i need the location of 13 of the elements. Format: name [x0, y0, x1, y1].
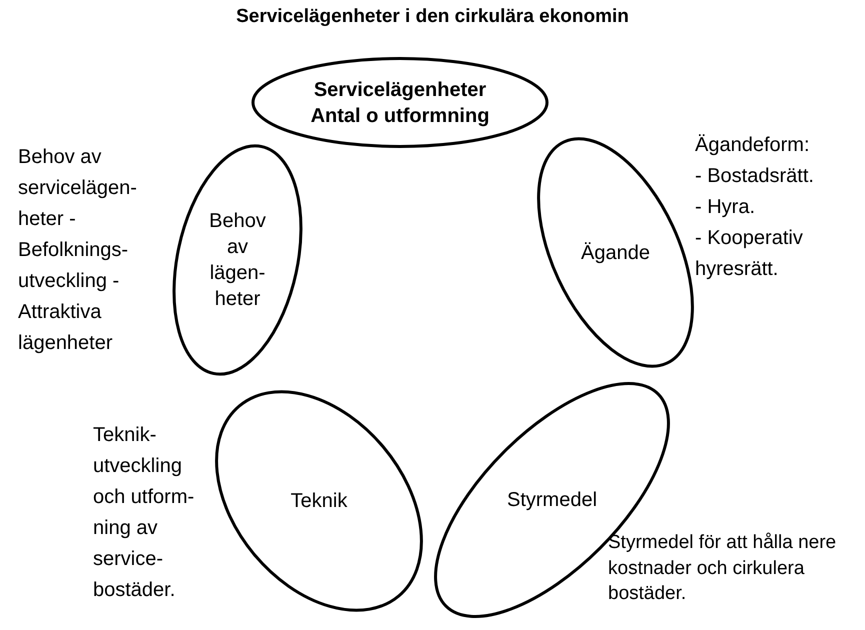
annotation-text: - Hyra. — [695, 195, 756, 220]
node-label: Servicelägenheter Antal o utformning — [310, 78, 490, 128]
annotation-text: Behov av servicelägen- heter -Befolknings- utveckling -Attraktiva lägenheter — [18, 145, 138, 356]
annotation-text: Ägandeform: — [695, 133, 811, 158]
annotation-text: Teknik- utveckling och utform- ning av service- bostäder. — [93, 423, 196, 603]
node-label: Styrmedel — [506, 488, 598, 513]
node-label: Behov av lägen- heter — [208, 209, 267, 312]
annotation-text: Styrmedel för att hålla nere kostnader och cirkulera bostäder. — [608, 531, 838, 606]
node-label: Ägande — [580, 240, 651, 266]
annotation-text: - Kooperativ hyresrätt. — [695, 226, 804, 282]
diagram-title: Servicelägenheter i den cirkulära ekonomin — [235, 6, 630, 28]
annotation-text: - Bostadsrätt. — [695, 164, 815, 189]
node-label: Teknik — [290, 489, 348, 514]
